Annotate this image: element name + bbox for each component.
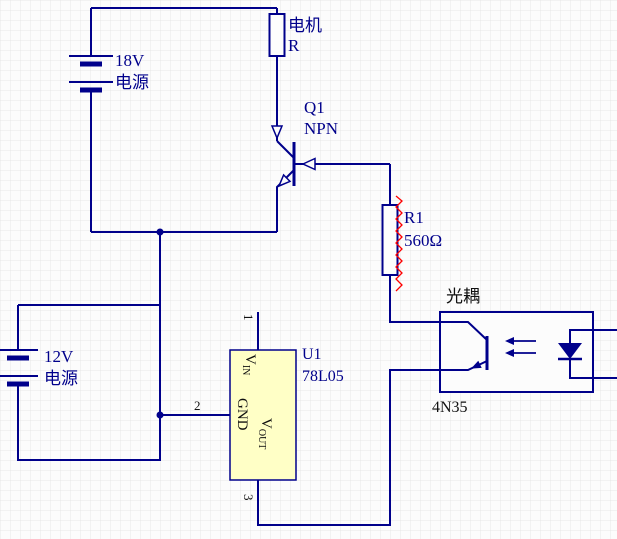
transistor-collector (276, 140, 295, 159)
u1-ref-label: U1 (302, 346, 322, 363)
led-anode-lead (569, 329, 617, 343)
opto-emitter-lead (440, 360, 488, 371)
labels: 电机 R 18V 电源 Q1 NPN R1 560Ω 光耦 4N35 12V 电… (44, 16, 480, 501)
error-squiggle-marker (395, 195, 403, 292)
regulator-u1[interactable] (229, 349, 297, 481)
u1-pin2-number: 2 (194, 398, 201, 413)
junction-dot (156, 411, 164, 419)
u1-pin-gnd-name: GND (234, 398, 250, 431)
vout-sub: OUT (256, 429, 267, 450)
opto-part-label: 4N35 (432, 399, 468, 416)
supply18-value-label: 18V (115, 51, 145, 70)
q1-ref-label: Q1 (304, 98, 325, 117)
supply12-name-label: 电源 (44, 369, 78, 388)
battery-18v[interactable] (69, 55, 113, 93)
emitter-arrow-icon (277, 173, 292, 188)
u1-pin1-number: 1 (241, 314, 256, 321)
r1-value-label: 560Ω (404, 231, 442, 250)
opto-emitter-arrow-icon (471, 360, 482, 369)
junction-dot (156, 228, 164, 236)
motor-ref-label: R (288, 36, 300, 55)
resistor-body (381, 204, 399, 276)
vin-main: V (242, 354, 258, 365)
led-triangle-icon (558, 343, 582, 359)
supply18-name-label: 电源 (115, 73, 149, 92)
motor-resistor[interactable] (268, 13, 286, 57)
transistor-emitter (276, 169, 295, 232)
u1-pin-vout-name: VOUT (256, 418, 274, 449)
base-arrow-icon (301, 157, 316, 171)
led-cathode-lead (569, 359, 617, 379)
wire[interactable] (17, 304, 160, 350)
u1-pin3-number: 3 (241, 494, 256, 501)
wire[interactable] (17, 385, 161, 461)
transistor-q1[interactable] (270, 125, 316, 232)
r1-ref-label: R1 (404, 208, 424, 227)
resistor-r1[interactable] (381, 195, 403, 292)
q1-type-label: NPN (304, 119, 338, 138)
u1-part-label: 78L05 (302, 368, 344, 385)
collector-arrow-icon (270, 125, 284, 140)
light-arrowhead-icon (505, 337, 514, 345)
u1-pin-vin-name: VIN (240, 354, 258, 375)
wire[interactable] (389, 275, 440, 323)
battery-12v[interactable] (0, 349, 38, 387)
ic-body (229, 349, 297, 481)
vin-sub: IN (240, 365, 251, 376)
wires[interactable] (17, 7, 440, 526)
resistor-body (268, 13, 286, 57)
opto-name-label: 光耦 (446, 287, 480, 306)
wire[interactable] (257, 369, 440, 526)
optocoupler-4n35[interactable] (439, 311, 617, 393)
supply12-value-label: 12V (44, 347, 74, 366)
vout-main: V (258, 418, 274, 429)
light-arrowhead-icon (505, 349, 514, 357)
motor-name-label: 电机 (288, 16, 322, 35)
opto-collector-lead (440, 321, 488, 341)
